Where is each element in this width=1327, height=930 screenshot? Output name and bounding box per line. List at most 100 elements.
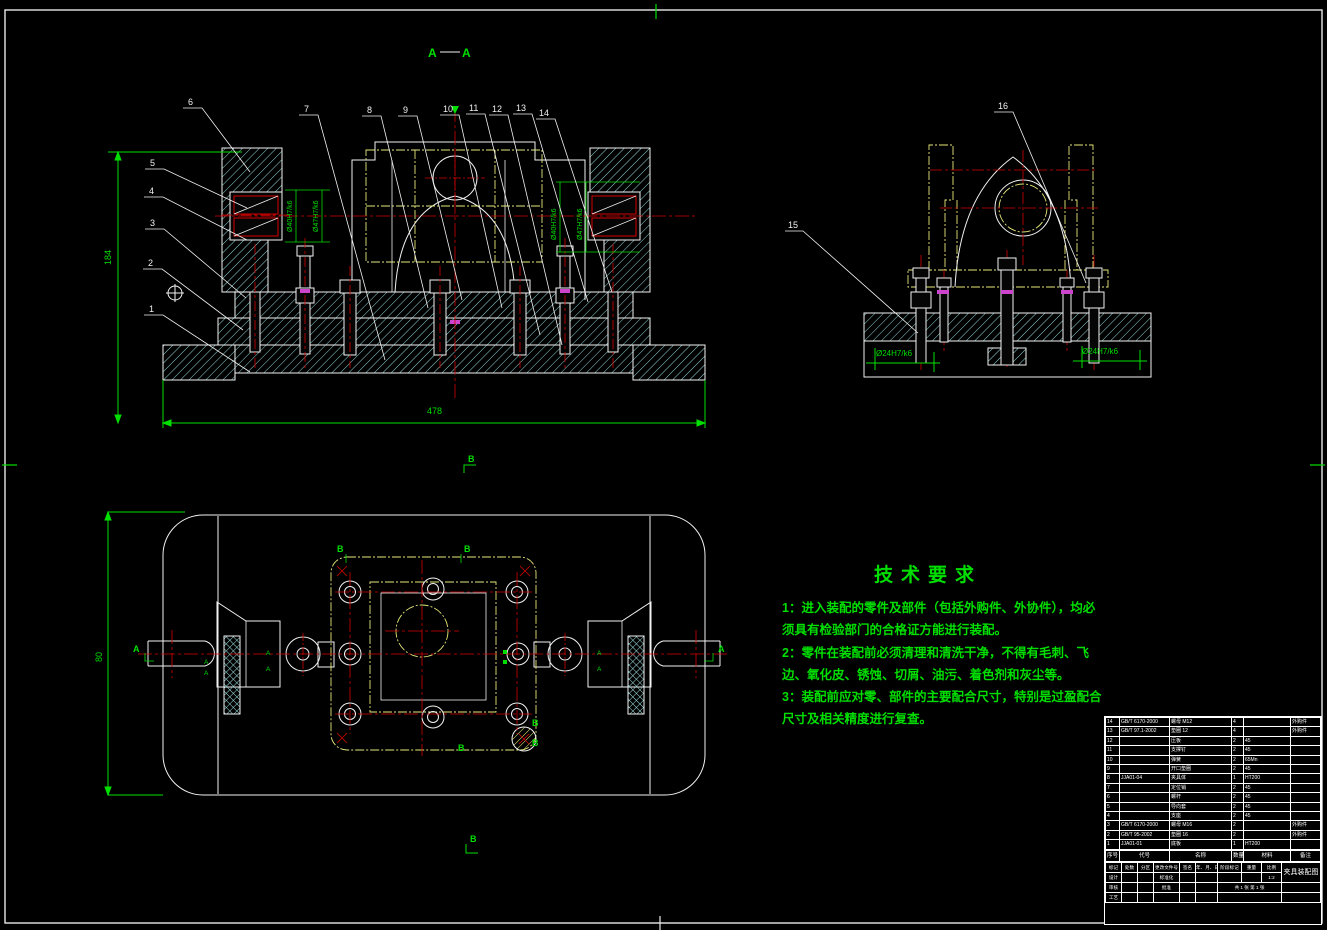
- marker-a-right: A: [718, 644, 725, 654]
- fit-right-1: Ø40H7/k6: [551, 208, 558, 240]
- clamp-left: [285, 633, 335, 676]
- dim-side-left: Ø24H7/k6: [876, 349, 913, 358]
- section-dimensions: 184 478 Ø40H7/k6 Ø47H7/k6 Ø40H7/k6 Ø47H7…: [103, 150, 707, 428]
- bom-col-name: 名称: [1169, 849, 1232, 862]
- marker-a-small-4: A: [266, 666, 271, 673]
- tb-scale-value: 1:2: [1261, 871, 1282, 883]
- marker-b-corner-1: B: [532, 718, 539, 728]
- balloon-4: 4: [149, 186, 154, 196]
- marker-a-left: A: [133, 644, 140, 654]
- tech-line-5: 3：装配前应对零、部件的主要配合尺寸，特别是过盈配合: [782, 690, 1102, 705]
- tech-requirements: 技术要求 1：进入装配的零件及部件（包括外购件、外协件），均必 须具有检验部门的…: [782, 560, 1142, 731]
- tb-rev-date: 年、月、日: [1195, 861, 1218, 873]
- side-balloons: 15 16: [785, 101, 1087, 334]
- tb-rev-sign: 签名: [1179, 861, 1196, 873]
- tech-line-6: 尺寸及相关精度进行复查。: [782, 712, 933, 727]
- page-border: [2, 4, 1325, 930]
- plan-bolt-circles: [338, 577, 530, 729]
- balloon-16: 16: [998, 101, 1008, 111]
- marker-a-small-1: A: [204, 659, 209, 666]
- tech-line-2: 须具有检验部门的合格证方能进行装配。: [782, 623, 1008, 638]
- section-b-markers: B B: [463, 454, 478, 854]
- marker-a-small-3: A: [266, 650, 271, 657]
- fit-left-1: Ø40H7/k6: [287, 200, 294, 232]
- bom-col-qty: 数量: [1231, 849, 1244, 862]
- tb-sheet: 共 1 张 第 1 张: [1217, 881, 1282, 893]
- marker-a-small-6: A: [597, 666, 602, 673]
- tb-rev-count: 处数: [1121, 861, 1138, 873]
- tech-requirements-title: 技术要求: [874, 565, 983, 586]
- section-letter-right: A: [462, 46, 471, 60]
- circle-cross-symbol: [166, 284, 184, 302]
- tech-line-3: 2：零件在装配前必须清理和清洗干净，不得有毛刺、飞: [782, 645, 1089, 660]
- marker-b-bottom: B: [458, 743, 465, 753]
- dim-side-right: Ø24H7/k6: [1082, 347, 1119, 356]
- balloon-10: 10: [443, 104, 453, 114]
- dim-478: 478: [427, 406, 442, 416]
- balloon-5: 5: [150, 158, 155, 168]
- plan-view: B B B B B A A A A A A A A B: [94, 454, 730, 854]
- balloon-7: 7: [304, 104, 309, 114]
- tb-stage-label: 阶段标记: [1217, 861, 1242, 873]
- tb-drawing-title: 夹具装配图: [1281, 861, 1321, 883]
- balloon-12: 12: [492, 104, 502, 114]
- bom-col-remark: 备注: [1290, 849, 1321, 862]
- clamp-right: [533, 633, 583, 676]
- balloon-13: 13: [516, 103, 526, 113]
- side-fasteners: [910, 257, 1105, 366]
- marker-b-cut-top: B: [468, 454, 475, 464]
- section-view: A A: [103, 46, 707, 428]
- marker-a-small-5: A: [597, 650, 602, 657]
- bom-header: 序号 代号 名称 数量 材料 备注: [1105, 849, 1321, 862]
- tb-staff-check: 审核: [1105, 881, 1122, 893]
- marker-a-small-2: A: [204, 670, 209, 677]
- side-dimensions: Ø24H7/k6 Ø24H7/k6: [866, 346, 1147, 372]
- titleblock-grid: 标记 处数 分区 更改文件号 签名 年、月、日 阶段标记 重量 比例 夹具装配图…: [1105, 861, 1321, 903]
- tb-staff-design: 设计: [1105, 871, 1122, 883]
- bom-col-material: 材料: [1243, 849, 1291, 862]
- view-direction-arrow: [451, 106, 459, 114]
- slot-right: [653, 640, 721, 667]
- balloon-2: 2: [148, 258, 153, 268]
- plan-markers: B B B B B A A A A A A A A: [133, 544, 725, 753]
- tb-rev-mark: 标记: [1105, 861, 1122, 873]
- tech-line-1: 1：进入装配的零件及部件（包括外购件、外协件），均必: [782, 601, 1096, 615]
- marker-b-top-right: B: [464, 544, 471, 554]
- tb-staff-standard: 标准化: [1153, 871, 1180, 883]
- section-label: A A: [428, 46, 471, 60]
- tb-rev-doc: 更改文件号: [1153, 861, 1180, 873]
- dim-depth: 80: [94, 652, 104, 662]
- balloon-6: 6: [188, 97, 193, 107]
- dim-184: 184: [103, 250, 113, 265]
- balloon-9: 9: [403, 105, 408, 115]
- bom-col-code: 代号: [1119, 849, 1170, 862]
- tb-staff-process: 工艺: [1105, 891, 1122, 903]
- section-balloons: 1 2 3 4 5 6 7 8 9 10 11 12 13 14: [143, 97, 613, 373]
- balloon-8: 8: [367, 105, 372, 115]
- marker-b-top-left: B: [337, 544, 344, 554]
- marker-b-corner-2: B: [532, 738, 539, 748]
- tb-staff-approve: 批准: [1153, 881, 1180, 893]
- slot-left: [147, 640, 215, 667]
- balloon-1: 1: [149, 304, 154, 314]
- balloon-14: 14: [539, 108, 549, 118]
- fasteners: [249, 238, 619, 368]
